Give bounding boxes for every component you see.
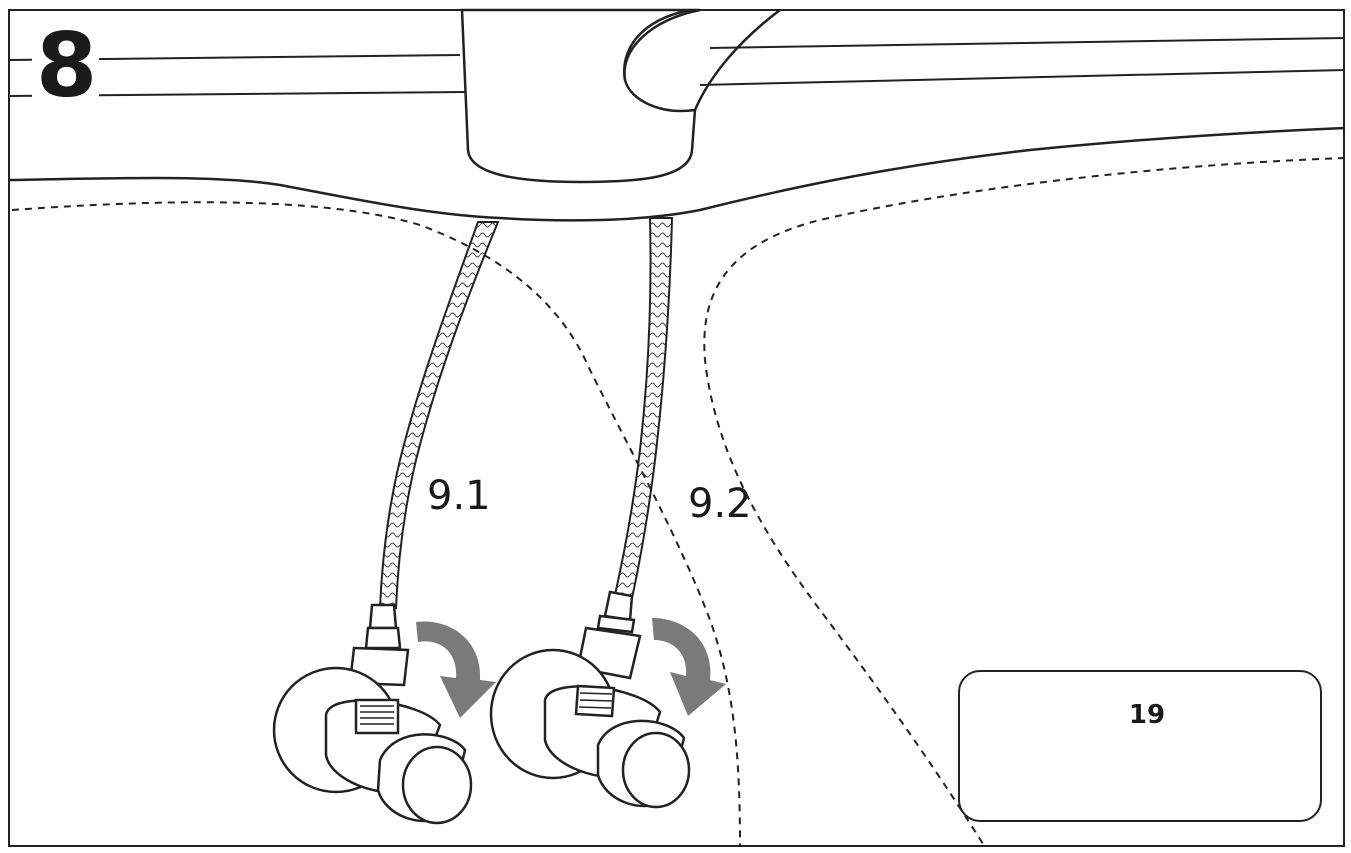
hose-9-2 <box>613 217 674 600</box>
hose-label-9-2: 9.2 <box>688 481 752 527</box>
angle-valve-left <box>272 603 473 825</box>
faucet-body <box>460 8 781 184</box>
countertop-edge <box>9 126 1346 222</box>
step-number: 8 <box>32 22 100 110</box>
angle-valve-right <box>489 590 691 809</box>
hose-label-9-1: 9.1 <box>427 473 491 519</box>
wrench-size-label: 19 <box>1128 700 1166 730</box>
rotate-arrow-icon <box>416 621 496 718</box>
tool-callout <box>958 670 1322 822</box>
hidden-outline-dashed <box>11 157 1346 848</box>
rotate-arrow-icon <box>652 618 726 716</box>
backsplash-lines <box>9 37 1346 97</box>
hose-9-1 <box>378 221 500 609</box>
